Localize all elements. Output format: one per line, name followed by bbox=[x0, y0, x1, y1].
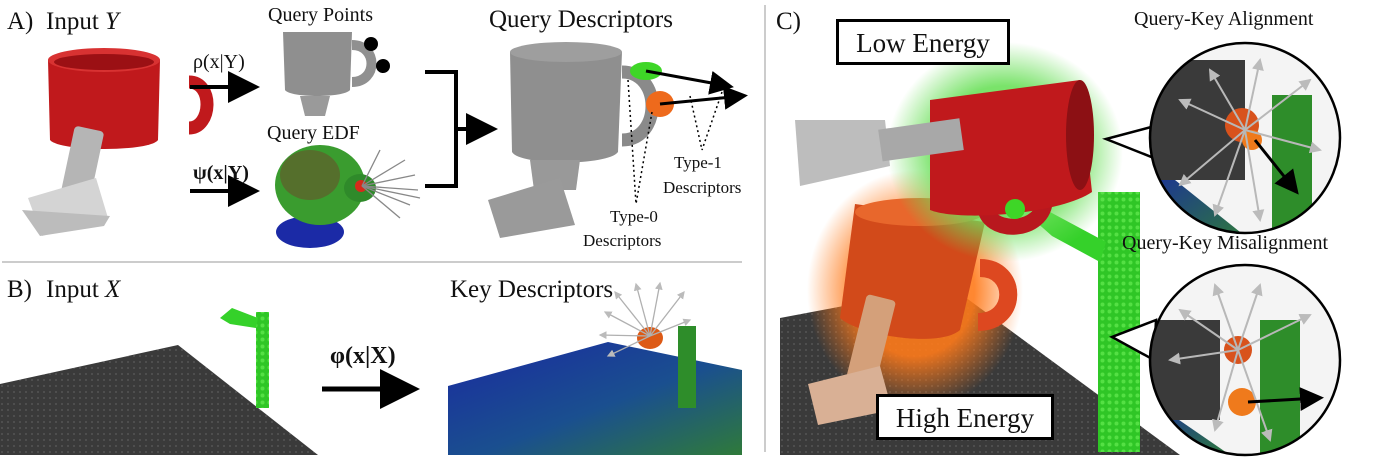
high-energy-box: High Energy bbox=[876, 394, 1054, 440]
panel-b-label: B) bbox=[7, 276, 32, 303]
type0-label-line2: Descriptors bbox=[583, 231, 662, 250]
query-edf-field bbox=[275, 145, 421, 248]
query-points-mug bbox=[283, 32, 390, 116]
input-y-mug bbox=[22, 48, 214, 236]
alignment-callout bbox=[1102, 41, 1342, 235]
type0-label-line1: Type-0 bbox=[610, 207, 658, 226]
query-edf-label: Query EDF bbox=[267, 122, 360, 144]
input-x-scene bbox=[0, 308, 318, 455]
type1-label-line2: Descriptors bbox=[663, 178, 742, 197]
query-descriptors-mug bbox=[488, 42, 748, 238]
key-descriptors-label: Key Descriptors bbox=[450, 276, 614, 303]
phi-label: φ(x|X) bbox=[330, 343, 396, 369]
misalignment-callout bbox=[1109, 263, 1342, 457]
merge-bracket bbox=[425, 70, 498, 188]
type1-label-line1: Type-1 bbox=[674, 153, 722, 172]
psi-label: ψ(x|Y) bbox=[193, 162, 249, 184]
query-descriptors-label: Query Descriptors bbox=[489, 6, 673, 33]
input-x-label: Input X bbox=[46, 276, 121, 303]
misalignment-label: Query-Key Misalignment bbox=[1122, 232, 1329, 254]
low-energy-box: Low Energy bbox=[836, 19, 1010, 65]
input-y-label: Input Y bbox=[46, 8, 119, 35]
alignment-label: Query-Key Alignment bbox=[1134, 8, 1314, 30]
query-points-label: Query Points bbox=[268, 4, 373, 26]
panel-c-label: C) bbox=[776, 8, 801, 35]
rho-label: ρ(x|Y) bbox=[193, 51, 245, 73]
key-descriptors-field bbox=[448, 281, 742, 455]
panel-a-label: A) bbox=[7, 8, 34, 35]
